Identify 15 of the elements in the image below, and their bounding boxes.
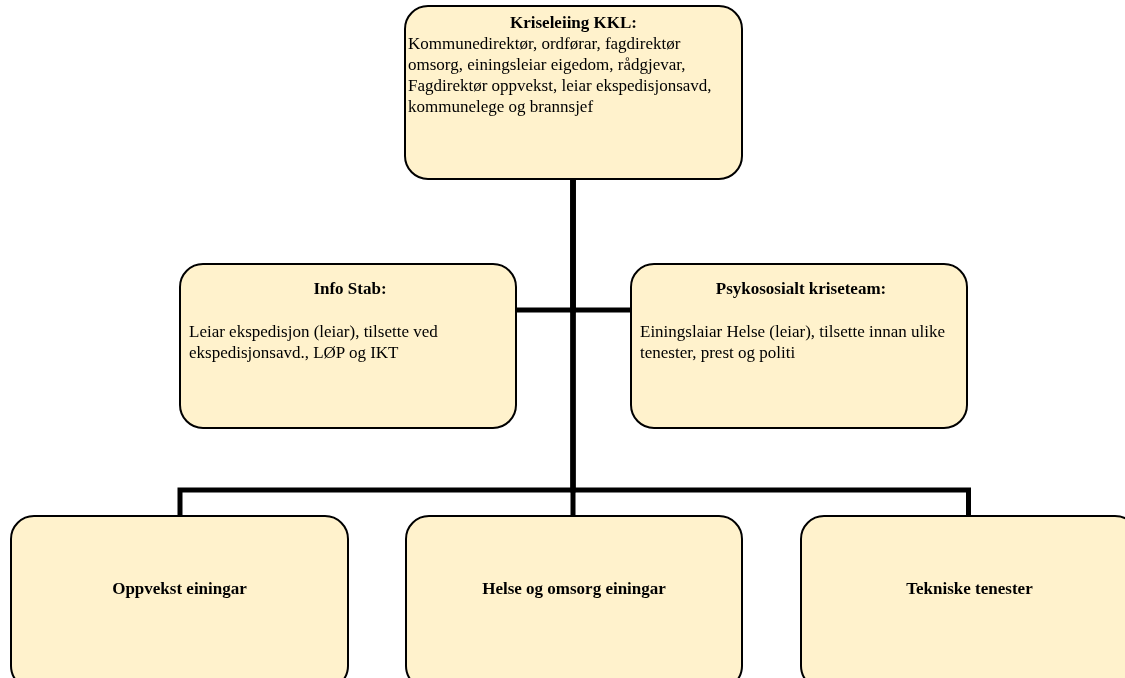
box-body: Leiar ekspedisjon (leiar), tilsette ved ekspedisjonsavd., LØP og IKT — [189, 321, 439, 363]
org-box — [405, 515, 743, 678]
unit-name: Helse og omsorg einingar — [481, 579, 667, 599]
box-body: Kommunedirektør, ordførar, fagdirektør omsorg, einingsleiar eigedom, rådgjevar, Fagdirektør oppvekst, leiar ekspedisjonsavd, kommunelege og brannsjef — [408, 33, 713, 117]
box-body: Einingslaiar Helse (leiar), tilsette innan ulike tenester, prest og politi — [640, 321, 946, 363]
org-box — [179, 263, 517, 429]
org-box — [800, 515, 1125, 678]
box-heading: Psykososialt kriseteam: — [714, 278, 888, 299]
unit-name: Oppvekst einingar — [111, 579, 248, 599]
box-heading: Kriseleiing KKL: — [509, 12, 638, 33]
org-box — [630, 263, 968, 429]
org-box — [10, 515, 349, 678]
box-heading: Info Stab: — [312, 278, 388, 299]
org-box — [404, 5, 743, 180]
unit-name: Tekniske tenester — [905, 579, 1034, 599]
